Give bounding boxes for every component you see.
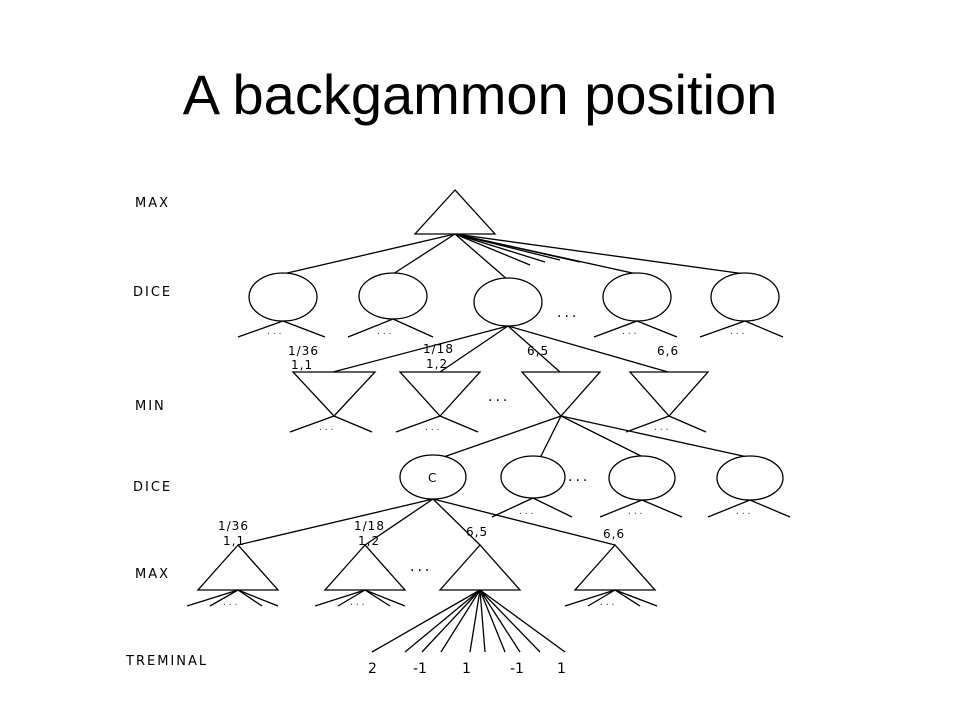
dice-3-edges [332,325,669,373]
root-edges [282,233,746,281]
dice-node-2 [358,272,428,320]
stub-dots-11: ... [222,598,239,607]
min-node-3 [520,371,602,417]
stub-dots-13: ... [599,598,616,607]
terminal-value-3: 1 [462,661,471,677]
level-label-dice-2: DICE [133,480,172,495]
max-node-2 [323,544,407,591]
stub-dots-5: ... [318,423,335,432]
dice-node-6 [500,455,566,499]
max-node-3 [438,544,522,591]
dice-node-8 [716,455,784,501]
dice-node-5 [710,272,780,322]
branch-max-1-prob: 1/36 [218,519,249,533]
c-edges [237,498,616,546]
min-stubs [289,415,707,433]
stub-dots-3: ... [621,327,638,336]
terminal-edges [371,589,566,653]
max-node-1 [196,544,280,591]
stub-dots-7: ... [653,423,670,432]
branch-min-3-roll: 6,5 [527,344,549,358]
stub-dots-6: ... [424,423,441,432]
level-label-max-top: MAX [135,196,170,211]
branch-min-1-roll: 1,1 [291,358,313,372]
dice-node-3 [473,277,543,327]
ellipsis-min: ... [488,389,510,405]
dice-node-4 [602,272,672,322]
branch-min-2-prob: 1/18 [423,342,454,356]
dice-node-1 [248,272,318,322]
dice-2-stubs [491,497,791,518]
stub-dots-4: ... [729,327,746,336]
min-node-1 [291,371,377,417]
stub-dots-10: ... [735,507,752,516]
stub-dots-9: ... [627,507,644,516]
branch-max-3-roll: 6,5 [466,525,488,539]
ellipsis-dice-1: ... [557,305,579,321]
branch-min-4-roll: 6,6 [657,344,679,358]
level-label-min: MIN [135,399,166,414]
branch-min-2-roll: 1,2 [426,357,448,371]
min-node-4 [628,371,710,417]
terminal-value-4: -1 [510,661,524,677]
stub-dots-12: ... [349,598,366,607]
max-stubs [186,589,658,607]
branch-max-2-roll: 1,2 [358,534,380,548]
terminal-value-5: 1 [557,661,566,677]
min-node-2 [398,371,482,417]
ellipsis-dice-2: ... [568,469,590,485]
dice-node-7 [608,455,676,501]
stub-dots-8: ... [518,507,535,516]
stub-dots-1: ... [266,327,283,336]
chance-node-label: C [428,471,436,485]
max-node-4 [573,544,657,591]
min-3-edges [434,415,753,461]
terminal-value-1: 2 [368,661,377,677]
dice-1-stubs [237,318,784,338]
level-label-dice-1: DICE [133,285,172,300]
terminal-value-2: -1 [413,661,427,677]
root-max-node [413,189,497,235]
ellipsis-max: ... [410,559,432,575]
branch-min-1-prob: 1/36 [288,344,319,358]
stub-dots-2: ... [376,327,393,336]
branch-max-4-roll: 6,6 [603,527,625,541]
level-label-max-bottom: MAX [135,567,170,582]
branch-max-2-prob: 1/18 [354,519,385,533]
slide-title: A backgammon position [182,63,778,126]
branch-max-1-roll: 1,1 [223,534,245,548]
level-label-terminal: TREMINAL [125,654,208,669]
